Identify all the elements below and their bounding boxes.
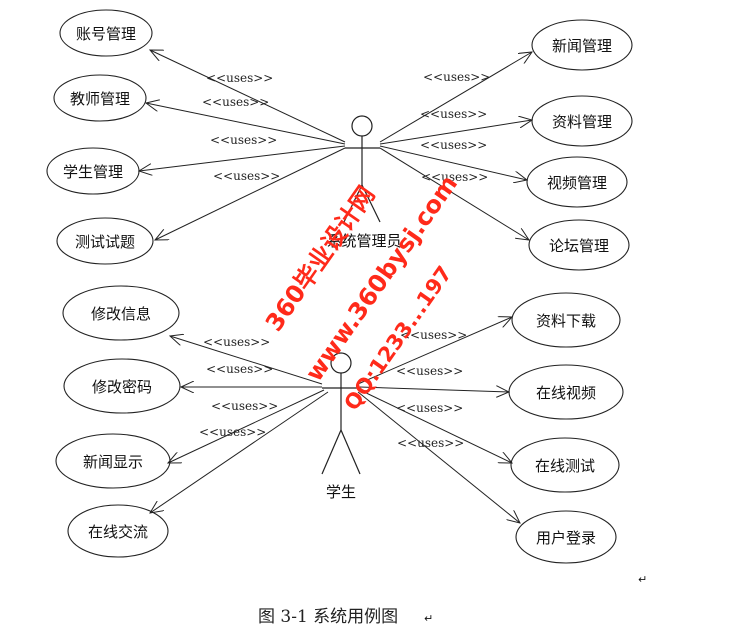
usecase-download-material: 资料下载: [511, 292, 621, 348]
usecase-student-management: 学生管理: [46, 147, 140, 195]
actor-student-label: 学生: [326, 483, 356, 501]
usecase-account-management: 账号管理: [59, 9, 153, 57]
figure-caption: 图 3-1 系统用例图: [258, 607, 398, 627]
actor-admin: [343, 115, 381, 223]
usecase-forum-management: 论坛管理: [528, 219, 630, 271]
usecase-label: 教师管理: [70, 90, 130, 108]
student-right-usecases: 资料下载 在线视频 在线测试 用户登录: [508, 292, 624, 564]
assoc-student-login: [357, 391, 520, 523]
usecase-test-questions: 测试试题: [56, 217, 154, 265]
usecase-label: 学生管理: [63, 163, 123, 181]
uses-label: <<uses>>: [199, 425, 266, 439]
assoc-student-video: [359, 387, 509, 392]
assoc-admin-material: [379, 120, 532, 145]
assoc-student-news-display: [168, 389, 325, 463]
uses-label: <<uses>>: [396, 364, 463, 378]
student-associations: [150, 317, 520, 523]
usecase-label: 在线测试: [535, 457, 595, 475]
uses-label: <<uses>>: [206, 71, 273, 85]
usecase-label: 视频管理: [547, 174, 607, 192]
actor-student: [321, 352, 361, 475]
usecase-label: 账号管理: [76, 25, 136, 43]
assoc-student-test: [359, 389, 512, 463]
uses-label: <<uses>>: [213, 169, 280, 183]
admin-left-usecases: 账号管理 教师管理 学生管理 测试试题: [46, 9, 154, 265]
usecase-news-management: 新闻管理: [531, 19, 633, 71]
uses-label: <<uses>>: [211, 399, 278, 413]
usecase-online-test: 在线测试: [510, 437, 620, 493]
usecase-online-chat: 在线交流: [67, 504, 169, 558]
usecase-label: 用户登录: [536, 529, 596, 547]
usecase-label: 新闻管理: [552, 37, 612, 55]
usecase-video-management: 视频管理: [526, 156, 628, 208]
caption-return-mark: ↵: [424, 612, 433, 625]
uses-label: <<uses>>: [203, 335, 270, 349]
actor-admin-label: 系统管理员: [326, 232, 401, 250]
actor-admin-leg-left: [343, 184, 363, 223]
actor-student-leg-right: [340, 429, 361, 475]
uses-label: <<uses>>: [397, 436, 464, 450]
usecase-change-password: 修改密码: [63, 358, 181, 414]
watermark: 360毕业设计网 www.360bysj.com QQ:1233...197: [260, 170, 463, 415]
return-mark: ↵: [638, 573, 647, 586]
uses-label: <<uses>>: [400, 328, 467, 342]
usecase-label: 资料下载: [536, 312, 596, 330]
assoc-student-edit-info: [170, 336, 323, 385]
admin-uses-labels: <<uses>> <<uses>> <<uses>> <<uses>> <<us…: [202, 70, 490, 184]
assoc-admin-news: [379, 52, 532, 143]
student-uses-labels: <<uses>> <<uses>> <<uses>> <<uses>> <<us…: [199, 328, 467, 450]
assoc-admin-video: [379, 145, 527, 180]
actor-student-leg-left: [321, 429, 342, 475]
usecase-label: 在线交流: [88, 523, 148, 541]
assoc-admin-student: [139, 145, 346, 171]
uses-label: <<uses>>: [421, 170, 488, 184]
assoc-admin-test: [155, 147, 346, 240]
usecase-label: 新闻显示: [83, 453, 143, 471]
usecase-user-login: 用户登录: [515, 510, 617, 564]
usecase-label: 资料管理: [552, 113, 612, 131]
uses-label: <<uses>>: [396, 401, 463, 415]
assoc-student-online-chat: [150, 391, 329, 513]
uses-label: <<uses>>: [202, 95, 269, 109]
student-left-usecases: 修改信息 修改密码 新闻显示 在线交流: [55, 285, 181, 558]
actor-admin-head: [351, 115, 373, 137]
uses-label: <<uses>>: [210, 133, 277, 147]
usecase-label: 修改信息: [91, 305, 151, 323]
usecase-news-display: 新闻显示: [55, 433, 171, 489]
usecase-teacher-management: 教师管理: [53, 74, 147, 122]
usecase-online-video: 在线视频: [508, 364, 624, 420]
assoc-admin-teacher: [146, 103, 346, 145]
usecase-label: 论坛管理: [549, 237, 609, 255]
usecase-label: 修改密码: [92, 378, 152, 396]
usecase-material-management: 资料管理: [531, 95, 633, 147]
uses-label: <<uses>>: [423, 70, 490, 84]
uses-label: <<uses>>: [420, 107, 487, 121]
usecase-edit-info: 修改信息: [62, 285, 180, 341]
usecase-label: 在线视频: [536, 384, 596, 402]
assoc-student-download: [357, 317, 512, 385]
assoc-admin-forum: [379, 147, 529, 240]
uses-label: <<uses>>: [420, 138, 487, 152]
actor-admin-leg-right: [361, 184, 381, 223]
admin-right-usecases: 新闻管理 资料管理 视频管理 论坛管理: [526, 19, 633, 271]
uses-label: <<uses>>: [206, 362, 273, 376]
assoc-admin-account: [150, 50, 346, 143]
admin-associations: [139, 50, 532, 240]
usecase-label: 测试试题: [75, 233, 135, 251]
